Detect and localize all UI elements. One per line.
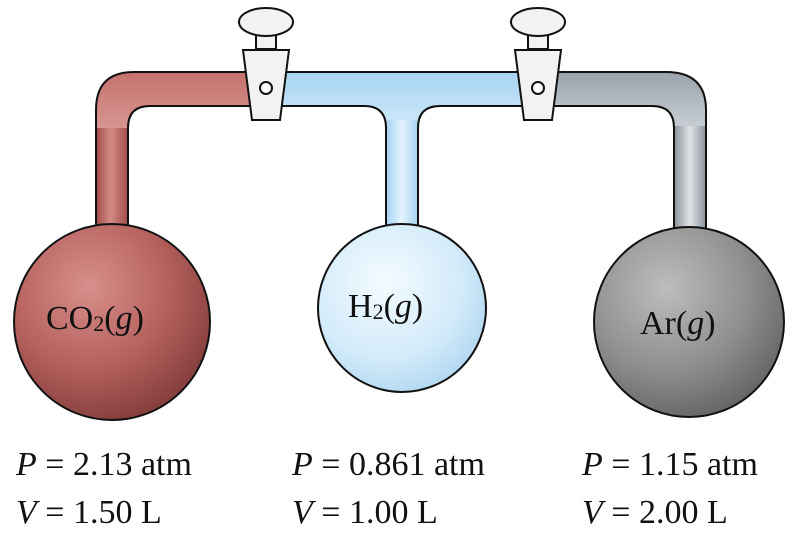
volume-symbol: V bbox=[292, 494, 313, 531]
ar-volume: V = 2.00 L bbox=[582, 496, 728, 530]
h2-state: g bbox=[394, 288, 412, 325]
volume-symbol: V bbox=[582, 494, 603, 531]
pressure-symbol: P bbox=[292, 446, 313, 483]
ar-state: g bbox=[687, 305, 705, 342]
ar-tube bbox=[547, 71, 707, 242]
ar-volume-value: = 2.00 L bbox=[602, 494, 728, 531]
h2-volume-value: = 1.00 L bbox=[312, 494, 438, 531]
co2-pressure: P = 2.13 atm bbox=[16, 448, 192, 482]
pressure-symbol: P bbox=[16, 446, 37, 483]
co2-state: g bbox=[115, 300, 133, 337]
h2-subscript: 2 bbox=[372, 299, 384, 324]
ar-paren-close: ) bbox=[704, 305, 716, 342]
stopcock-left-bore-icon bbox=[259, 81, 273, 95]
co2-pressure-value: = 2.13 atm bbox=[36, 446, 192, 483]
co2-tube bbox=[95, 71, 251, 232]
stopcock-right-bore-icon bbox=[531, 81, 545, 95]
ar-pressure: P = 1.15 atm bbox=[582, 448, 758, 482]
ar-pressure-value: = 1.15 atm bbox=[602, 446, 758, 483]
h2-label: H2(g) bbox=[348, 288, 423, 326]
h2-flask bbox=[317, 223, 487, 393]
stopcock-left[interactable] bbox=[238, 7, 294, 121]
h2-manifold bbox=[269, 71, 531, 234]
ar-formula: Ar bbox=[640, 305, 676, 342]
ar-label: Ar(g) bbox=[640, 305, 716, 343]
h2-pressure: P = 0.861 atm bbox=[292, 448, 485, 482]
co2-formula: CO bbox=[46, 300, 94, 337]
h2-paren-close: ) bbox=[411, 288, 424, 325]
h2-volume: V = 1.00 L bbox=[292, 496, 438, 530]
stopcock-right[interactable] bbox=[510, 7, 566, 121]
co2-flask bbox=[13, 223, 211, 421]
co2-subscript: 2 bbox=[93, 311, 105, 336]
co2-paren-open: ( bbox=[104, 300, 116, 337]
co2-label: CO2(g) bbox=[46, 300, 144, 338]
h2-pressure-value: = 0.861 atm bbox=[312, 446, 485, 483]
pressure-symbol: P bbox=[582, 446, 603, 483]
co2-volume-value: = 1.50 L bbox=[36, 494, 162, 531]
h2-formula: H bbox=[348, 288, 373, 325]
co2-volume: V = 1.50 L bbox=[16, 496, 162, 530]
ar-paren-open: ( bbox=[675, 305, 688, 342]
ar-flask bbox=[593, 226, 785, 418]
h2-paren-open: ( bbox=[383, 288, 395, 325]
co2-paren-close: ) bbox=[132, 300, 144, 337]
volume-symbol: V bbox=[16, 494, 37, 531]
